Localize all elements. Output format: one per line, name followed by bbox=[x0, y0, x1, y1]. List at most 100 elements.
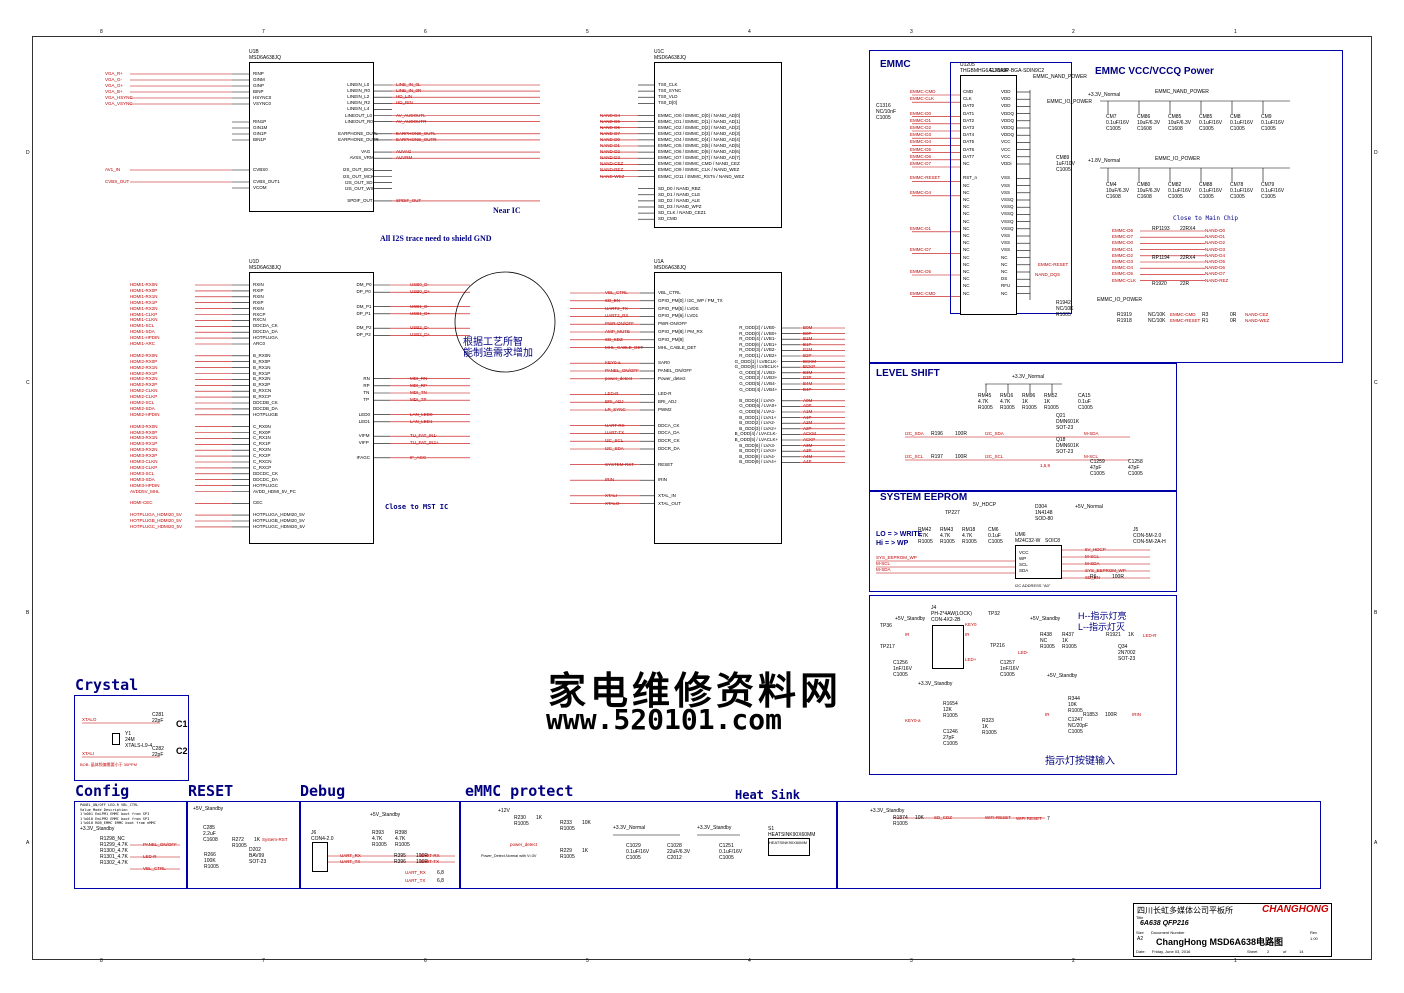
u1d-right-net: IF_AGC bbox=[410, 454, 427, 460]
emmc-chip-pin: DAT5 bbox=[963, 139, 975, 145]
emmc-reset-net: EMMC-RESET bbox=[1038, 262, 1069, 267]
emmc-chip-pin: NC bbox=[963, 283, 970, 289]
j5-part: CON-5M-2.0 bbox=[1133, 533, 1162, 539]
chip-u1a bbox=[654, 272, 782, 544]
u1a-net: VBL_CTRL bbox=[605, 290, 628, 295]
border-bottom-mark: 3 bbox=[910, 958, 913, 964]
emmc-chip-right-pin: NC bbox=[1001, 254, 1008, 260]
u1d-pin: B_RX2P bbox=[253, 382, 271, 388]
eeprom-section-box bbox=[869, 490, 1177, 592]
u1b-right-net: AUVAG bbox=[396, 149, 412, 155]
heat-sink-body bbox=[768, 838, 810, 856]
u1d-net: HDMI2-RX2N bbox=[130, 376, 158, 382]
u1a-pin: RESET bbox=[658, 461, 674, 467]
emmc-chip-pin: DAT1 bbox=[963, 110, 975, 116]
emmc-net: EMMC-D2 bbox=[910, 125, 931, 130]
led-key-res-value: NC bbox=[1040, 638, 1048, 644]
config-res-row: R1301_4.7K bbox=[100, 854, 128, 860]
u1d-net: HOTPLUGB_HDMI20_5V bbox=[130, 518, 182, 523]
u1a-right-net: A2P bbox=[803, 425, 812, 431]
section-title-debug: Debug bbox=[300, 782, 346, 800]
level-shift-net-sda: I2C_SDA bbox=[905, 431, 924, 436]
border-bottom-mark: 7 bbox=[262, 958, 265, 964]
debug-net: UART_TX bbox=[405, 878, 426, 883]
tp216-ref: TP216 bbox=[990, 643, 1005, 649]
led-key-res-package: R1005 bbox=[982, 730, 997, 736]
u1a-net: power_detect bbox=[605, 375, 633, 381]
u1d-right-net: USB1_D- bbox=[410, 303, 430, 309]
u1b-right-pin: EARPHONE_OUTL bbox=[338, 130, 378, 136]
led-key-cap-package: C1005 bbox=[893, 672, 908, 678]
u1a-right-pin: G_ODD[5] / LVA1- bbox=[739, 409, 776, 414]
u1c-pin: EMMC_IO3 / EMMC_D[3] / NAND_AD[3] bbox=[658, 130, 741, 136]
eeprom-res-package: R1005 bbox=[940, 539, 955, 545]
u1a-right-pin: R_ODD[0] / LVB0+ bbox=[739, 330, 777, 336]
level-shift-address: 1,5,9 bbox=[1040, 463, 1051, 468]
u1b-pin: RINP bbox=[253, 71, 264, 76]
rp-right-net: NAND-REZ bbox=[1205, 277, 1229, 283]
emmc-power-net: EMMC_NAND_POWER bbox=[1033, 74, 1087, 80]
u1c-net: NAND-D2 bbox=[600, 149, 621, 155]
u1d-net: HDMI2-RX0P bbox=[130, 358, 158, 364]
j6-connector bbox=[312, 842, 328, 872]
tp217-ref: TP217 bbox=[880, 644, 895, 650]
u1d-pin: C_RX0N bbox=[253, 423, 271, 429]
u1a-net: PANEL_ON/OFF bbox=[605, 368, 639, 373]
note-close-to-mst: Close to MST IC bbox=[385, 503, 449, 511]
u1b-right-net: SPDIF_OUT bbox=[396, 197, 422, 203]
emmc-protect-res-package: R1005 bbox=[514, 821, 529, 827]
eeprom-left-net: M-SCL bbox=[876, 561, 891, 566]
u1b-right-pin: LINEOUT_R0 bbox=[345, 118, 373, 124]
border-top-mark: 1 bbox=[1234, 29, 1237, 35]
bottom-net-1: EMMC-CMD bbox=[1170, 312, 1196, 317]
u1d-pin: HOTPLUGA_HDMI20_5V bbox=[253, 512, 305, 518]
emmc-protect-note: Power_Detect,Normal with V=3V bbox=[481, 854, 537, 858]
r272-ref: R272 bbox=[232, 837, 244, 843]
rp-right-net: NAND-D0 bbox=[1205, 228, 1226, 233]
u1c-pin: EMMC_IO1 / EMMC_D[1] / NAND_AD[1] bbox=[658, 118, 741, 124]
u1d-pin: RXCN bbox=[253, 317, 266, 323]
title-block: 四川长虹多媒体公司平板所 CHANGHONG Title 6A638 QFP21… bbox=[1133, 903, 1332, 957]
emmc-chip-right-pin: VSS bbox=[1001, 233, 1011, 238]
emmc-vcc-rail2-net: EMMC_IO_POWER bbox=[1155, 156, 1201, 162]
u1d-pin: HOTPLUGB bbox=[253, 411, 278, 417]
emmc-chip-pin: DAT3 bbox=[963, 125, 975, 130]
level-shift-res-package: R1005 bbox=[1022, 405, 1037, 411]
d202-part: BAV99 bbox=[249, 853, 265, 859]
level-shift-res-ref: RM16 bbox=[1000, 393, 1014, 399]
debug-section-box bbox=[299, 801, 461, 889]
emmc-vcc-cap2-ref: CM80 bbox=[1137, 182, 1151, 188]
reset-cap-value: 2.2uF bbox=[203, 831, 216, 837]
emmc-chip-pin: NC bbox=[963, 240, 970, 246]
emmc-vcc-rail1: +3.3V_Normal bbox=[1088, 92, 1121, 98]
emmc-chip-right-pin: VSSQ bbox=[1001, 197, 1014, 202]
border-right-mark: C bbox=[1374, 380, 1378, 386]
emmc-vcc-cap2-value: 0.1uF/16V bbox=[1168, 188, 1192, 194]
u1a-net: I2C_SCL bbox=[605, 438, 624, 444]
q21-package: SOT-23 bbox=[1056, 425, 1074, 431]
led-key-res-ref: R1853 bbox=[1083, 712, 1098, 718]
rp-right-net: NAND-D1 bbox=[1205, 234, 1226, 240]
chip-u1205-ref: U1205 bbox=[960, 62, 975, 68]
section-title-level-shift: LEVEL SHIFT bbox=[876, 368, 940, 379]
u1a-pin: SAR0 bbox=[658, 360, 670, 366]
emmc-chip-pin: NC bbox=[963, 204, 970, 210]
eeprom-conn-net: 5V_HDCP bbox=[1085, 547, 1106, 552]
debug-res-ref: R396 bbox=[394, 859, 406, 865]
u1d-net: HDMI1-RX2N bbox=[130, 305, 158, 311]
u1d-pin: C_RX0P bbox=[253, 429, 271, 435]
eeprom-res-package: R1005 bbox=[962, 539, 977, 545]
u1a-right-pin: G_ODD[3] / LVB3- bbox=[739, 369, 777, 375]
u1a-net: KEY0-a bbox=[605, 360, 621, 366]
chip-u1d-part: MSD6A638JQ bbox=[249, 265, 281, 271]
reset-section-box bbox=[186, 801, 301, 889]
u1a-right-pin: G_ODD[1] / LVBCLK- bbox=[734, 358, 778, 364]
debug-pins-2: 6,8 bbox=[437, 878, 444, 884]
emmc-vcc-cap2-value: 10uF/6.3V bbox=[1137, 188, 1161, 194]
emmc-chip-pin: NC bbox=[963, 182, 970, 188]
u1a-right-net: B2M bbox=[803, 347, 813, 353]
rp1-ref: RP1193 bbox=[1152, 226, 1170, 232]
u1c-pin: EMMC_IO9 / EMMC_CLK / NAND_WEZ bbox=[658, 167, 740, 173]
level-shift-cap-bot-package: C1005 bbox=[1128, 471, 1143, 477]
eeprom-r-ref: R6 bbox=[1090, 574, 1097, 580]
